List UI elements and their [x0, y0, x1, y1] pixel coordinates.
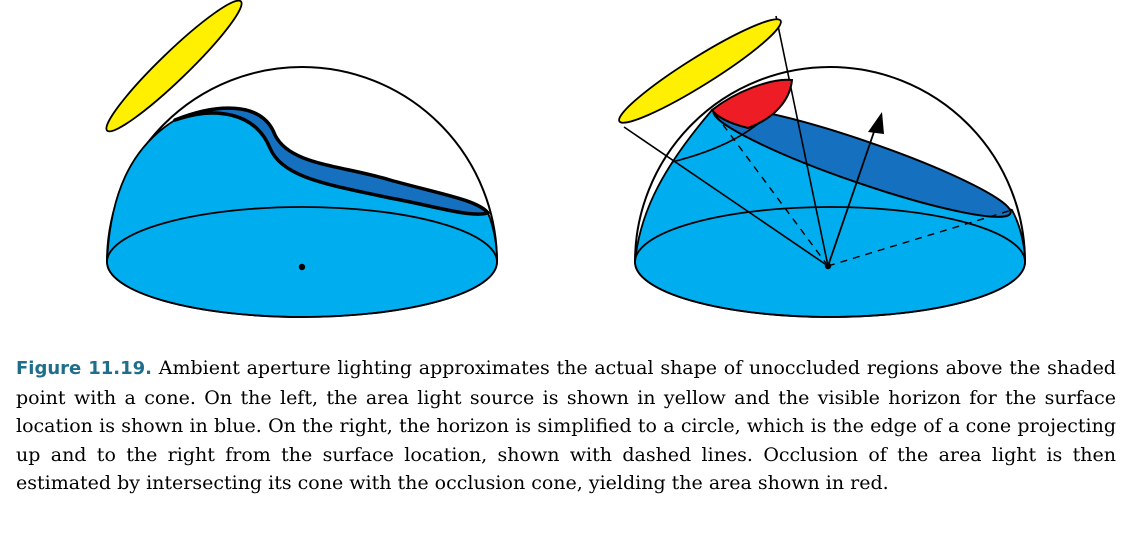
right-light-cone-edge-left: [623, 126, 829, 267]
caption-text: Ambient aperture lighting approximates t…: [16, 357, 1116, 494]
right-shaded-point: [824, 262, 832, 270]
figure-caption: Figure 11.19. Ambient aperture lighting …: [16, 354, 1116, 498]
right-cone-dashed-right: [827, 209, 1013, 267]
left-diagram: [105, 0, 498, 318]
right-diagram: [618, 15, 1026, 318]
left-shaded-point: [298, 263, 306, 271]
right-base-front-edge: [634, 261, 1026, 318]
right-light-cone-edge-right: [775, 15, 829, 267]
figure-illustration: [105, 0, 1026, 318]
right-area-light: [618, 18, 782, 124]
left-horizon-band: [173, 106, 490, 216]
right-cone-dashed-left: [711, 109, 829, 267]
figure-label: Figure 11.19.: [16, 358, 152, 379]
left-base-back-edge: [106, 206, 498, 263]
left-area-light: [105, 0, 243, 133]
right-cone-axis-arrow: [827, 125, 877, 267]
left-visible-region: [106, 112, 498, 318]
right-hemisphere-outline: [634, 66, 1026, 263]
left-base-front-edge: [106, 261, 498, 318]
right-base-back-edge: [634, 206, 1026, 263]
right-arrowhead: [868, 112, 884, 134]
right-occlusion-region: [710, 78, 794, 130]
